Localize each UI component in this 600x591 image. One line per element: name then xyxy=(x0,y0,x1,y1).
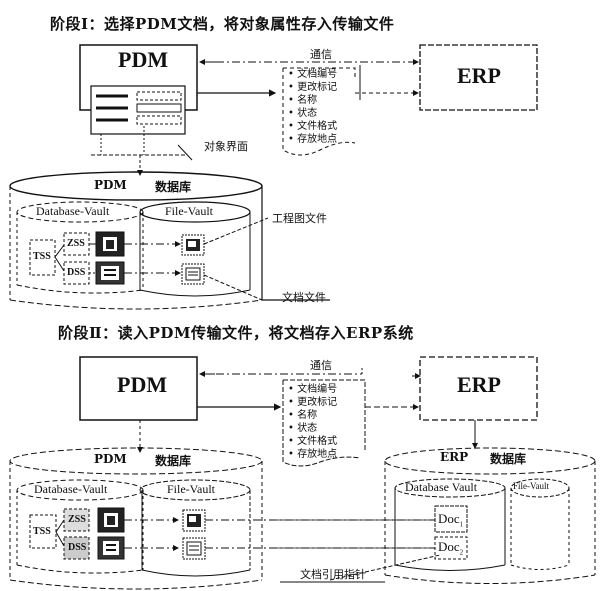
attribute-item: 文档编号 xyxy=(288,68,337,81)
doc2-label: Doc2 xyxy=(438,539,464,557)
stage1-title: 阶段Ⅰ：选择PDM文档，将对象属性存入传输文件 xyxy=(50,15,395,33)
stage2-pdm-box xyxy=(79,356,198,421)
attribute-item: 名称 xyxy=(288,94,337,107)
stage1-database-vault-cylinder xyxy=(16,201,144,294)
stage2-pdm-db-suffix: 数据库 xyxy=(155,454,192,468)
stage2-db-vault-label: Database-Vault xyxy=(34,482,108,496)
stage1-pdm-database-cylinder xyxy=(9,171,263,310)
stage1-file-vault-label: File-Vault xyxy=(165,204,213,218)
doc2-box xyxy=(434,536,468,560)
stage1-erp-box xyxy=(419,44,538,111)
stage2-comm-label: 通信 xyxy=(310,359,332,372)
stage1-db-vault-label: Database-Vault xyxy=(36,204,110,218)
erp-database-vault-cylinder xyxy=(394,478,506,571)
doc-pointer-label: 文档引用指针 xyxy=(300,568,366,581)
erp-file-vault-label: File-Vault xyxy=(513,481,549,491)
object-interface-label: 对象界面 xyxy=(204,140,248,153)
stage2-attribute-box xyxy=(282,379,366,467)
erp-database-cylinder xyxy=(384,447,596,584)
stage1-dss-label: DSS xyxy=(67,267,86,278)
doc1-box xyxy=(434,505,468,533)
stage1-file-vault-cylinder xyxy=(139,201,251,297)
stage1-db-name: PDM xyxy=(94,178,127,192)
stage1-tss-label: TSS xyxy=(33,251,51,262)
attribute-item: 文档编号 xyxy=(288,383,337,396)
attribute-item: 文件格式 xyxy=(288,435,337,448)
attribute-item: 更改标记 xyxy=(288,81,337,94)
stage2-database-vault-cylinder xyxy=(16,479,144,574)
attribute-item: 状态 xyxy=(288,107,337,120)
stage2-pdm-label: PDM xyxy=(117,372,168,397)
stage2-zss-label: ZSS xyxy=(68,514,86,525)
attribute-item: 存放地点 xyxy=(288,133,337,146)
stage1-erp-label: ERP xyxy=(457,63,501,88)
stage2-file-vault-cylinder xyxy=(139,479,251,577)
erp-db-suffix: 数据库 xyxy=(490,452,527,466)
stage1-pdm-label: PDM xyxy=(118,47,169,72)
attribute-item: 状态 xyxy=(288,422,337,435)
erp-db-vault-label: Database Vault xyxy=(405,480,478,494)
stage2-dss-label: DSS xyxy=(68,542,87,553)
stage1-form-panel xyxy=(90,85,186,135)
stage2-title: 阶段Ⅱ：读入PDM传输文件，将文档存入ERP系统 xyxy=(58,324,414,342)
erp-db-name: ERP xyxy=(440,450,469,464)
document-file-label: 文档文件 xyxy=(282,291,326,304)
erp-file-vault-cylinder xyxy=(510,478,570,570)
stage1-zss-label: ZSS xyxy=(67,238,85,249)
stage2-pdm-db-name: PDM xyxy=(94,452,127,466)
stage1-attribute-list: 文档编号 更改标记 名称 状态 文件格式 存放地点 xyxy=(288,68,337,146)
stage2-erp-box xyxy=(419,356,538,421)
stage2-pdm-database-cylinder xyxy=(9,447,263,590)
stage2-tss-label: TSS xyxy=(33,526,51,537)
stage1-comm-label: 通信 xyxy=(310,48,332,61)
engineering-drawing-label: 工程图文件 xyxy=(272,212,327,225)
attribute-item: 文件格式 xyxy=(288,120,337,133)
attribute-item: 更改标记 xyxy=(288,396,337,409)
stage2-erp-label: ERP xyxy=(457,372,501,397)
stage2-attribute-list: 文档编号 更改标记 名称 状态 文件格式 存放地点 xyxy=(288,383,337,461)
stage1-db-suffix: 数据库 xyxy=(155,180,192,194)
doc1-label: Doc1 xyxy=(438,511,464,529)
stage2-file-vault-label: File-Vault xyxy=(167,482,215,496)
attribute-item: 存放地点 xyxy=(288,448,337,461)
attribute-item: 名称 xyxy=(288,409,337,422)
